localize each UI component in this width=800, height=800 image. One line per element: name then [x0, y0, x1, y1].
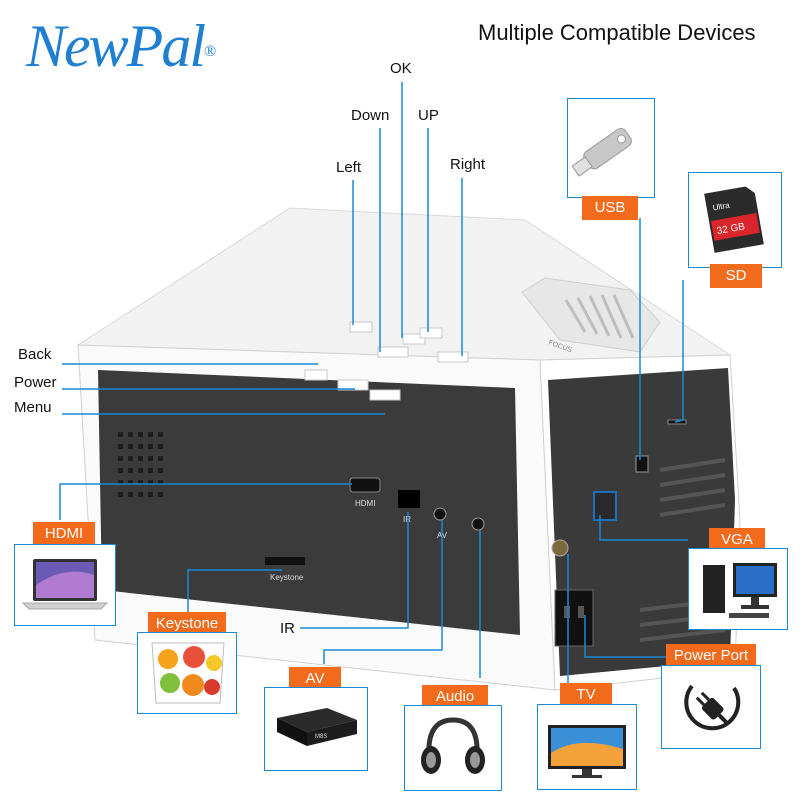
sd-card-icon: Ultra 32 GB — [704, 186, 764, 253]
label-power: Power — [14, 374, 57, 391]
sd-device-box: Ultra 32 GB — [688, 172, 782, 268]
vga-port — [593, 491, 617, 521]
tag-usb: USB — [582, 196, 638, 220]
headphones-icon — [421, 717, 485, 774]
tv-box-icon: M8S — [277, 708, 357, 746]
registered-mark: ® — [204, 43, 216, 60]
svg-text:Ultra: Ultra — [712, 201, 731, 213]
label-back: Back — [18, 346, 52, 363]
svg-text:M8S: M8S — [315, 734, 327, 740]
label-up: UP — [418, 107, 439, 124]
button-left — [349, 321, 373, 333]
page-title: Multiple Compatible Devices — [478, 20, 756, 45]
hdmi-port — [349, 477, 381, 493]
label-down: Down — [351, 107, 390, 124]
audio-device-box — [404, 705, 502, 791]
brand-name: NewPal — [26, 13, 206, 79]
usb-port — [635, 455, 649, 473]
tag-power-port: Power Port — [666, 644, 756, 668]
tv-icon — [548, 725, 626, 778]
audio-jack — [471, 517, 485, 531]
label-ir: IR — [280, 620, 295, 637]
button-menu — [369, 389, 401, 401]
label-right: Right — [450, 156, 486, 173]
hdmi-device-box — [14, 544, 116, 626]
button-ok — [402, 333, 426, 345]
label-ok: OK — [390, 60, 412, 77]
laptop-icon — [21, 559, 109, 610]
av-jack — [433, 507, 447, 521]
keystone-device-box — [137, 632, 237, 714]
usb-drive-icon — [571, 128, 632, 177]
keystone-slider — [265, 557, 305, 565]
tv-device-box — [537, 704, 637, 790]
ir-sensor — [398, 490, 420, 508]
label-menu: Menu — [14, 399, 52, 416]
brand-logo: NewPal® — [26, 13, 216, 79]
desktop-pc-icon — [703, 563, 777, 618]
keystone-print: Keystone — [270, 573, 304, 582]
lens-icon — [521, 277, 661, 353]
button-right — [437, 351, 469, 363]
svg-text:32 GB: 32 GB — [716, 221, 746, 237]
button-up — [419, 327, 443, 339]
power-port-device-box — [661, 665, 761, 749]
speaker-grille — [118, 432, 163, 497]
vga-device-box — [688, 548, 788, 630]
tv-port — [551, 539, 569, 557]
av-device-box: M8S — [264, 687, 368, 771]
button-power — [337, 379, 369, 391]
power-plug-icon — [684, 684, 741, 731]
button-down — [377, 346, 409, 358]
control-buttons — [304, 321, 469, 401]
usb-device-box — [567, 98, 655, 198]
hdmi-print: HDMI — [355, 499, 375, 508]
button-back — [304, 369, 328, 381]
fruit-image-icon — [151, 642, 225, 704]
tag-hdmi: HDMI — [33, 522, 95, 546]
ir-print: IR — [403, 515, 411, 524]
tag-tv: TV — [560, 683, 612, 707]
tag-sd: SD — [710, 264, 762, 288]
power-socket — [554, 589, 594, 647]
label-left: Left — [336, 159, 362, 176]
